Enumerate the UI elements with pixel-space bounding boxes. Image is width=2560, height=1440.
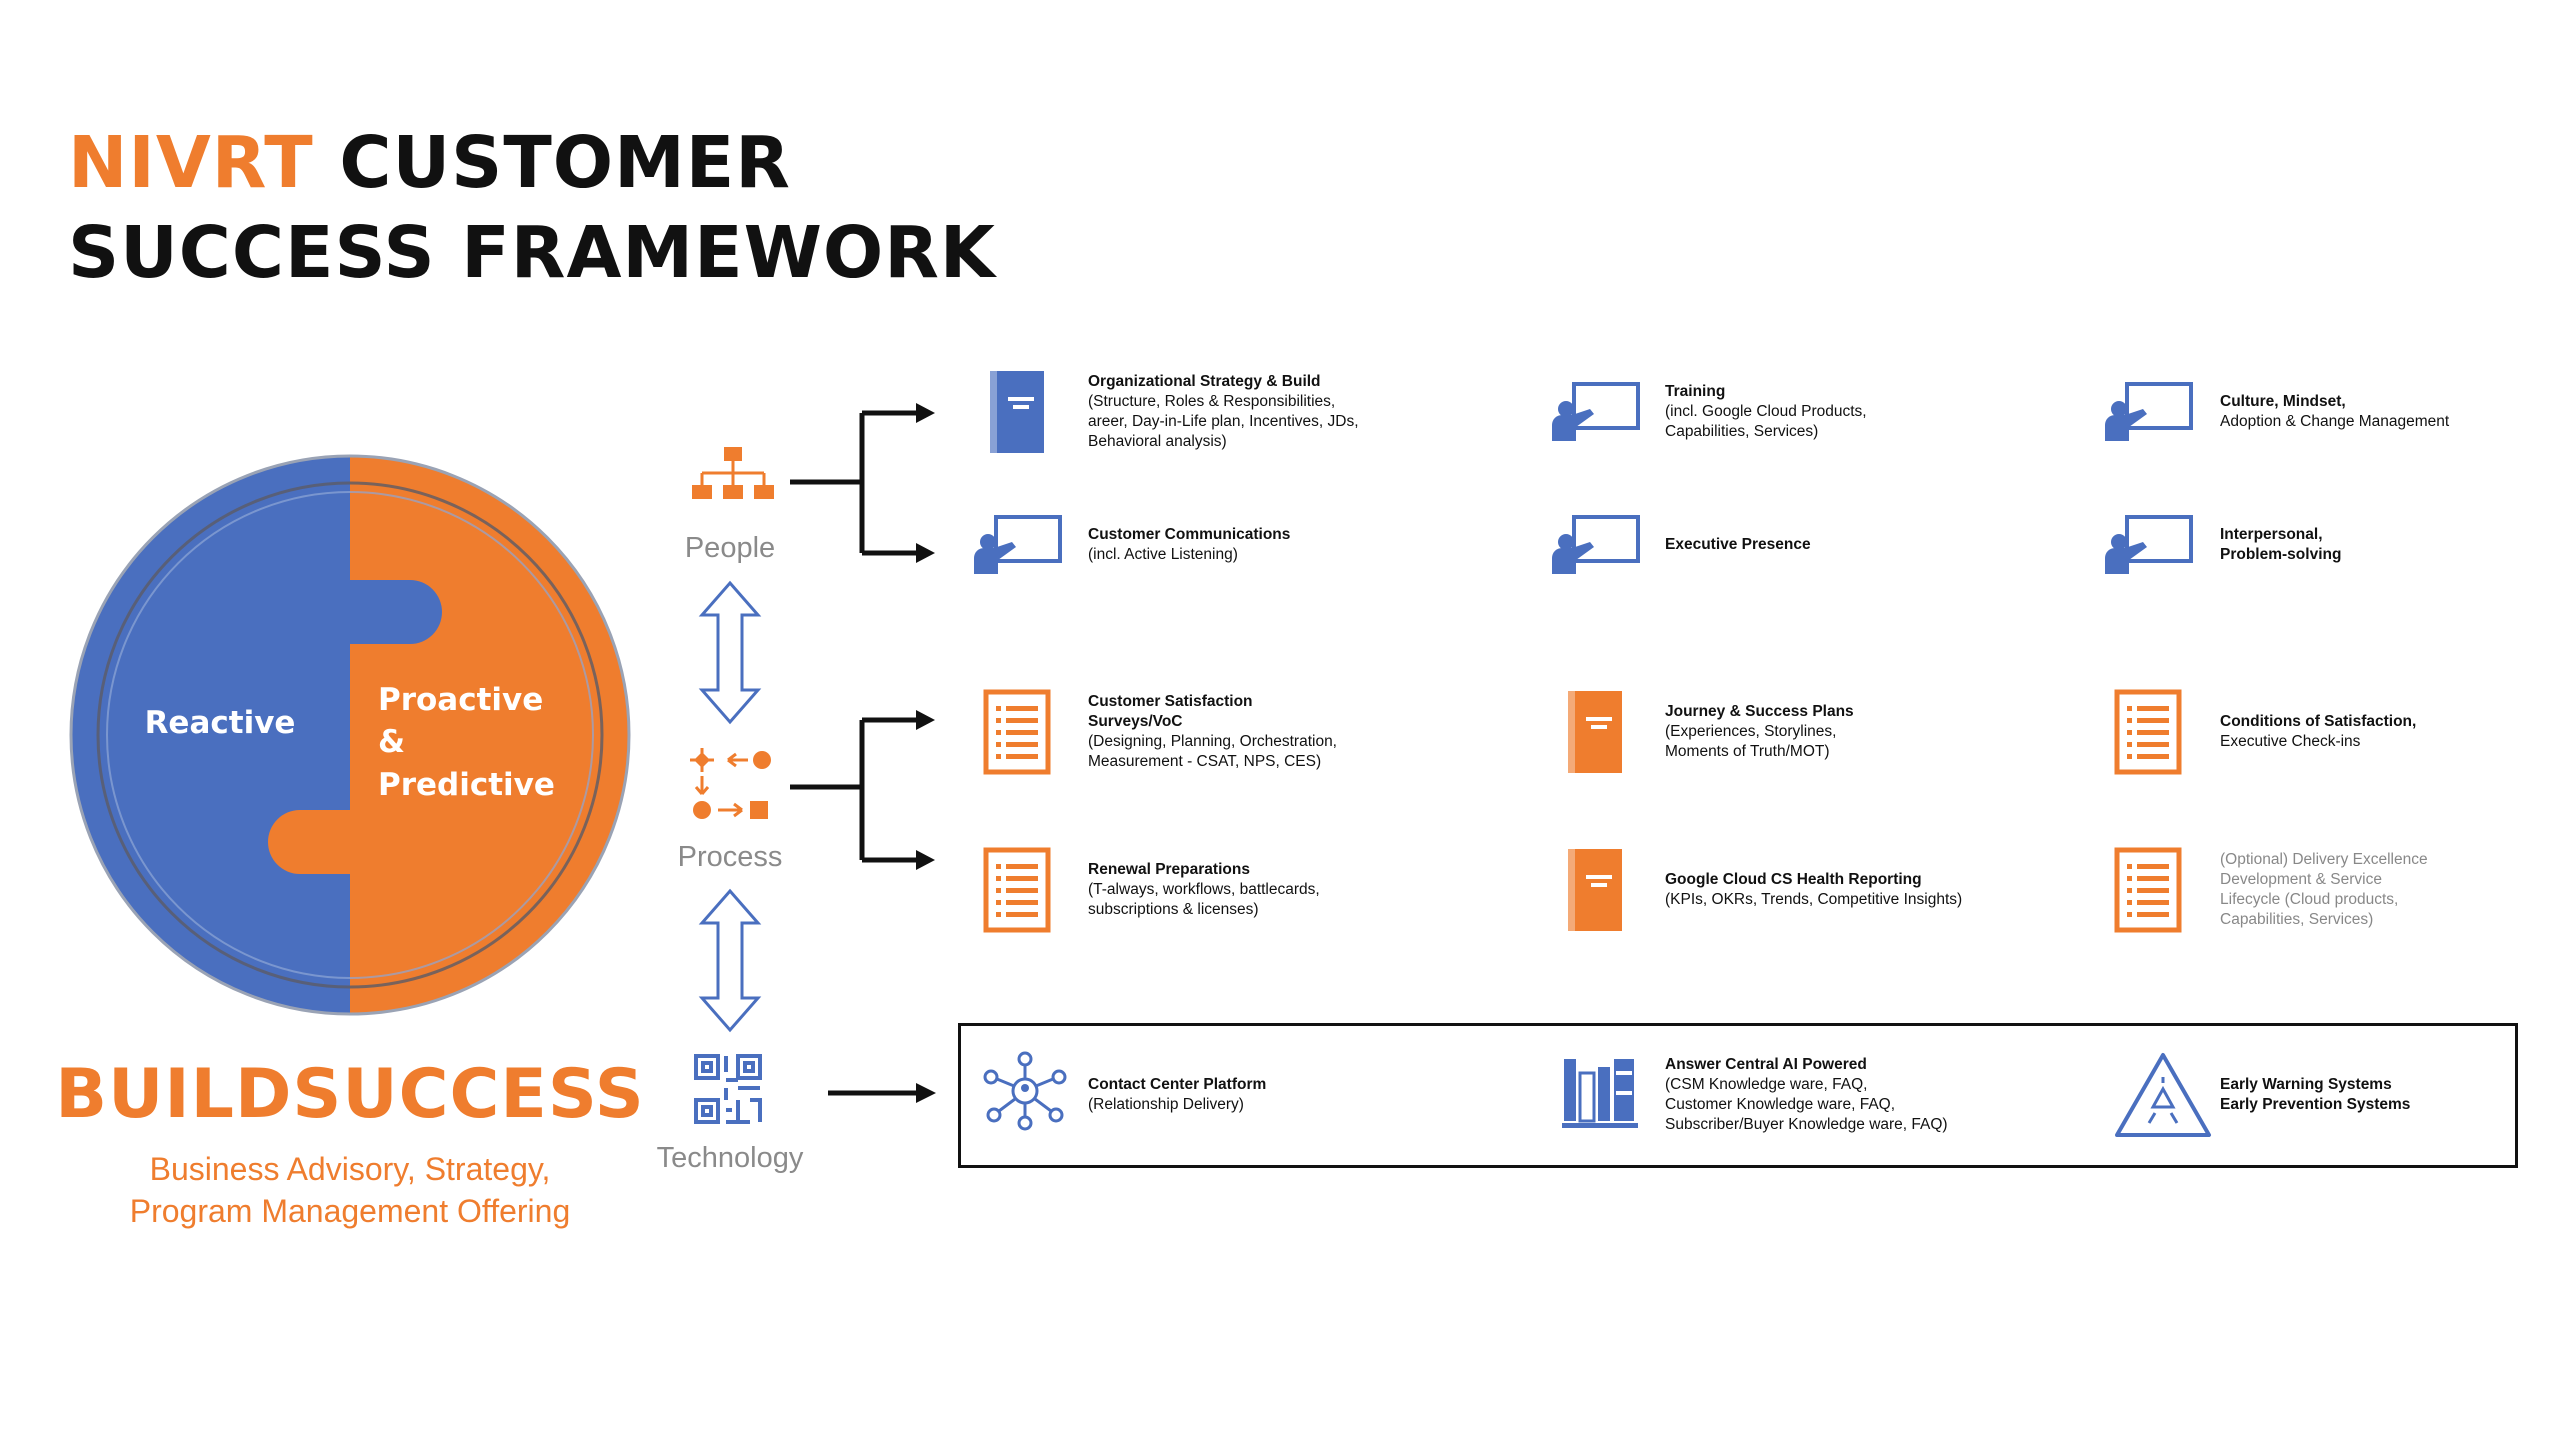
item-detail: Problem-solving [2220,546,2342,563]
network-icon [982,1051,1068,1136]
document-icon [982,846,1052,939]
item-title: Conditions of Satisfaction, [2220,713,2417,730]
item-detail: areer, Day-in-Life plan, Incentives, JDs… [1088,413,1359,430]
item-detail: Capabilities, Services) [1665,423,1819,440]
item-title: Training [1665,383,1726,400]
item-detail: (incl. Active Listening) [1088,546,1238,563]
item-detail: (Relationship Delivery) [1088,1096,1244,1113]
item-title: Organizational Strategy & Build [1088,373,1321,390]
proactive-label: Proactive [378,682,543,718]
people-item: Organizational Strategy & Build (Structur… [1088,372,1359,452]
document-icon [982,688,1052,781]
item-detail: Lifecycle (Cloud products, [2220,891,2399,908]
puzzle-circle: Reactive Proactive & Predictive [69,454,631,1016]
people-item: Executive Presence [1665,535,1811,555]
book-icon [1564,687,1626,782]
item-title-2: Surveys/VoC [1088,713,1183,730]
item-detail: subscriptions & licenses) [1088,901,1259,918]
item-detail: Early Prevention Systems [2220,1096,2411,1113]
item-detail: Development & Service [2220,871,2382,888]
ampersand-label: & [378,724,405,760]
item-detail: (Optional) Delivery Excellence [2220,851,2428,868]
org-chart-icon [692,447,774,499]
item-detail: (Designing, Planning, Orchestration, [1088,733,1337,750]
people-item: Interpersonal, Problem-solving [2220,525,2341,565]
item-detail: (Experiences, Storylines, [1665,723,1837,740]
item-detail: Adoption & Change Management [2220,413,2450,430]
item-title: Interpersonal, [2220,526,2323,543]
item-title: Renewal Preparations [1088,861,1250,878]
process-item: Journey & Success Plans (Experiences, Sto… [1665,702,1854,762]
brand-block: BUILDSUCCESS Business Advisory, Strategy… [40,1055,660,1232]
title-line2: SUCCESS FRAMEWORK [68,211,996,294]
item-detail: Behavioral analysis) [1088,433,1227,450]
people-connector [790,403,935,563]
item-detail: Subscriber/Buyer Knowledge ware, FAQ) [1665,1116,1948,1133]
item-title: Culture, Mindset, [2220,393,2346,410]
book-icon [1564,845,1626,940]
presentation-icon [2103,514,2195,581]
item-detail: Capabilities, Services) [2220,911,2374,928]
people-item: Training (incl. Google Cloud Products, Cap… [1665,382,1867,442]
reactive-label: Reactive [145,705,296,741]
predictive-label: Predictive [378,767,555,803]
process-item: Google Cloud CS Health Reporting (KPIs, O… [1665,870,1962,910]
brand-tagline-2: Program Management Offering [129,1193,571,1229]
double-arrow-people-process [698,580,762,725]
people-item: Customer Communications (incl. Active Lis… [1088,525,1290,565]
title-line1: CUSTOMER [339,121,791,204]
people-item: Culture, Mindset, Adoption & Change Manag… [2220,392,2449,432]
item-detail: Moments of Truth/MOT) [1665,743,1830,760]
double-arrow-process-technology [698,888,762,1033]
process-connector [790,710,935,870]
brand-tagline: Business Advisory, Strategy, Program Man… [40,1148,660,1232]
item-detail: (Structure, Roles & Responsibilities, [1088,393,1336,410]
brand-tagline-1: Business Advisory, Strategy, [149,1151,551,1187]
page-title: NIVRT CUSTOMER SUCCESS FRAMEWORK [68,118,996,298]
technology-connector [828,1083,936,1103]
presentation-icon [972,514,1064,581]
item-title: Google Cloud CS Health Reporting [1665,871,1922,888]
item-detail: Measurement - CSAT, NPS, CES) [1088,753,1322,770]
presentation-icon [1550,514,1642,581]
process-item: Renewal Preparations (T-always, workflows… [1088,860,1320,920]
item-title: Customer Satisfaction [1088,693,1253,710]
item-title: Customer Communications [1088,526,1291,543]
item-detail: (KPIs, OKRs, Trends, Competitive Insight… [1665,891,1963,908]
process-item: Conditions of Satisfaction, Executive Che… [2220,712,2416,752]
technology-item: Answer Central AI Powered (CSM Knowledge … [1665,1055,1948,1135]
item-detail: (T-always, workflows, battlecards, [1088,881,1320,898]
item-detail: Customer Knowledge ware, FAQ, [1665,1096,1896,1113]
item-detail: (incl. Google Cloud Products, [1665,403,1867,420]
item-detail: (CSM Knowledge ware, FAQ, [1665,1076,1868,1093]
warning-icon [2113,1051,2213,1144]
technology-item: Contact Center Platform (Relationship Del… [1088,1075,1266,1115]
item-title: Executive Presence [1665,536,1811,553]
pillar-process: Process [677,841,783,873]
item-title: Answer Central AI Powered [1665,1056,1867,1073]
item-title: Early Warning Systems [2220,1076,2392,1093]
brand-name: BUILDSUCCESS [55,1055,645,1134]
item-title: Journey & Success Plans [1665,703,1854,720]
item-detail: Executive Check-ins [2220,733,2361,750]
title-accent: NIVRT [68,121,314,204]
presentation-icon [2103,381,2195,448]
document-icon [2113,846,2183,939]
technology-box [958,1023,2518,1168]
pillar-people: People [684,532,776,564]
document-icon [2113,688,2183,781]
process-flow-icon [690,748,771,819]
item-title: Contact Center Platform [1088,1076,1267,1093]
pillar-technology: Technology [656,1142,804,1174]
library-icon [1560,1051,1640,1136]
presentation-icon [1550,381,1642,448]
qr-code-icon [694,1054,762,1124]
book-icon [986,367,1048,462]
